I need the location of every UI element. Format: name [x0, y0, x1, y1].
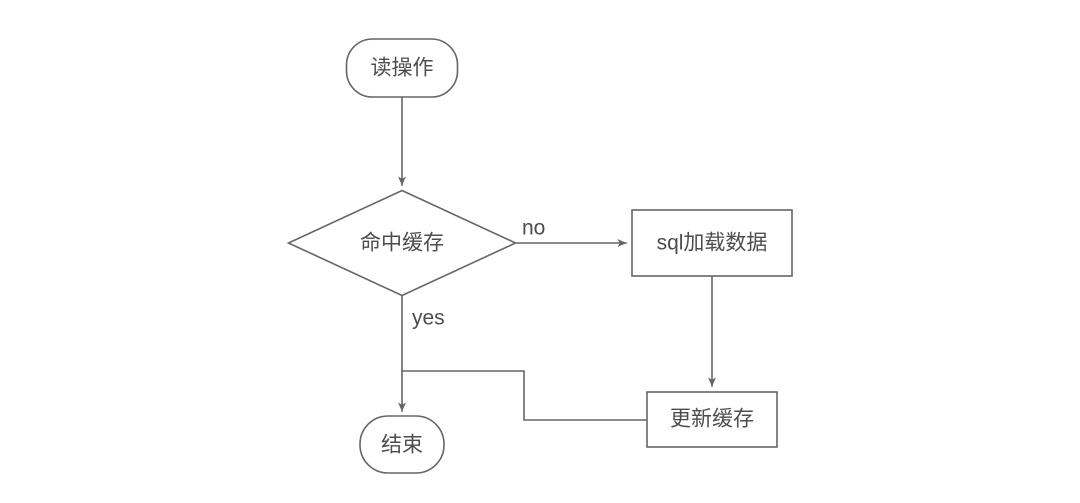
node-decision-shape[interactable] [286, 189, 518, 297]
node-end[interactable]: 结束 [359, 415, 445, 474]
node-update-cache-label: 更新缓存 [670, 408, 754, 431]
node-decision[interactable]: 命中缓存 [286, 189, 518, 297]
node-sql-load-shape[interactable] [631, 209, 793, 277]
edge-line-update-to-end [401, 370, 648, 421]
node-update-cache[interactable]: 更新缓存 [646, 391, 778, 448]
node-end-shape[interactable] [359, 415, 445, 474]
node-decision-label: 命中缓存 [360, 232, 444, 255]
edge-decision-to-sql: no [514, 217, 627, 247]
edge-update-to-end [401, 370, 648, 421]
node-sql-load[interactable]: sql加载数据 [631, 209, 793, 277]
node-start-label: 读操作 [371, 57, 434, 80]
node-start[interactable]: 读操作 [345, 38, 459, 98]
edge-label-no: no [522, 217, 545, 240]
node-start-shape[interactable] [345, 38, 459, 98]
node-update-cache-shape[interactable] [646, 391, 778, 448]
node-sql-load-label: sql加载数据 [657, 232, 768, 255]
edge-label-yes: yes [412, 307, 445, 330]
node-end-label: 结束 [381, 434, 423, 457]
edge-decision-to-end: yes [398, 294, 445, 412]
